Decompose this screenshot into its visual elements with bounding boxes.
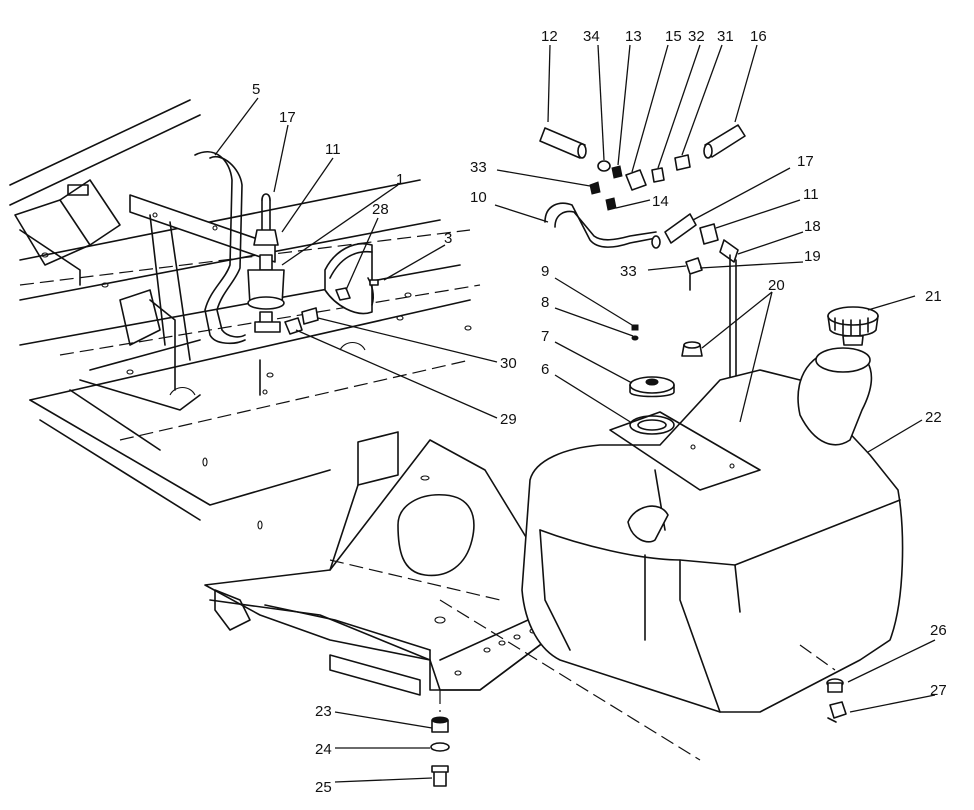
callout-13: 13 (625, 28, 642, 45)
callout-5: 5 (252, 81, 260, 98)
fuel-line-5 (194, 151, 246, 345)
fuel-drain (799, 644, 847, 723)
callout-15: 15 (665, 28, 682, 45)
callout-9: 9 (541, 263, 549, 280)
callout-6: 6 (541, 361, 549, 378)
callout-17-right: 17 (797, 153, 814, 170)
leader-lines (214, 44, 936, 783)
callout-33-top: 33 (470, 159, 487, 176)
callout-3: 3 (444, 230, 452, 247)
mower-frame (9, 99, 481, 530)
callout-24: 24 (315, 741, 332, 758)
fuel-filter-assembly (247, 193, 379, 335)
callout-19: 19 (804, 248, 821, 265)
callout-30: 30 (500, 355, 517, 372)
callout-33-bottom: 33 (620, 263, 637, 280)
callout-labels: 5 17 11 1 28 3 30 29 12 34 13 15 32 31 1… (252, 28, 947, 796)
fuel-tank (521, 347, 904, 713)
deck-mount-plate (204, 431, 701, 761)
callout-25: 25 (315, 779, 332, 796)
callout-12: 12 (541, 28, 558, 45)
callout-8: 8 (541, 294, 549, 311)
callout-28: 28 (372, 201, 389, 218)
callout-16: 16 (750, 28, 767, 45)
callout-11-left: 11 (325, 141, 341, 158)
callout-34: 34 (583, 28, 600, 45)
callout-7: 7 (541, 328, 549, 345)
callout-27: 27 (930, 682, 947, 699)
callout-31: 31 (717, 28, 734, 45)
callout-1: 1 (396, 171, 404, 188)
fuel-cap (827, 306, 879, 346)
callout-32: 32 (688, 28, 705, 45)
callout-11-right: 11 (803, 186, 819, 203)
callout-10: 10 (470, 189, 487, 206)
callout-17-left: 17 (279, 109, 296, 126)
mount-hardware (430, 690, 450, 787)
vent-hose-fittings (539, 124, 746, 437)
callout-23: 23 (315, 703, 332, 720)
callout-22: 22 (925, 409, 942, 426)
callout-14: 14 (652, 193, 669, 210)
callout-21: 21 (925, 288, 942, 305)
callout-20: 20 (768, 277, 785, 294)
callout-18: 18 (804, 218, 821, 235)
callout-26: 26 (930, 622, 947, 639)
callout-29: 29 (500, 411, 517, 428)
